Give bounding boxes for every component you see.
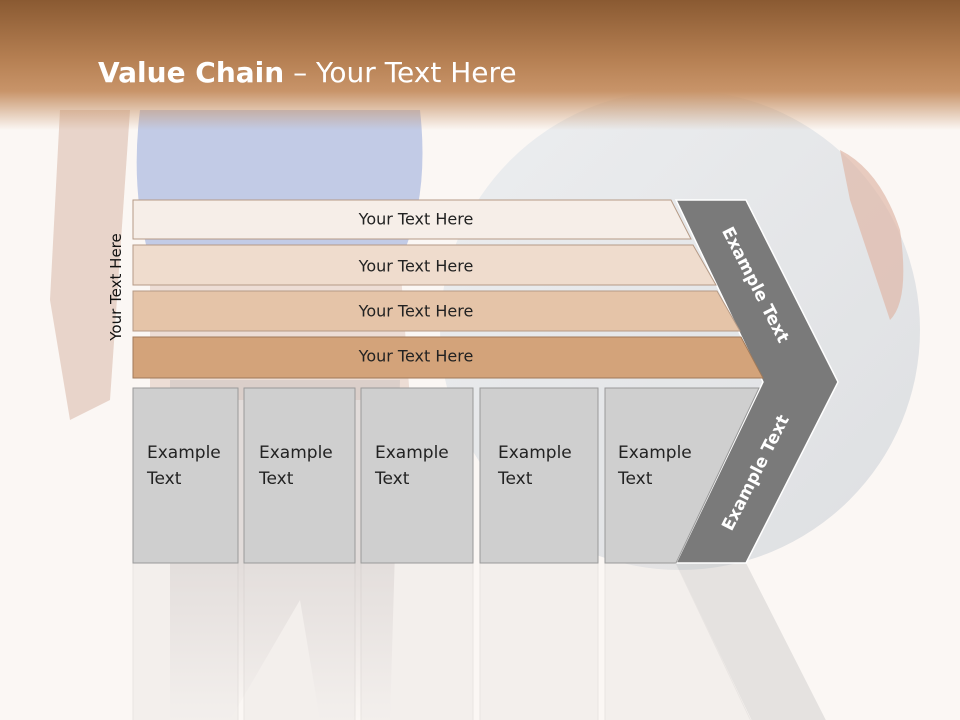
svg-text:Text: Text [258,469,294,489]
primary-activity-box: Example Text [243,387,356,564]
svg-text:Example: Example [147,443,221,463]
support-row: Your Text Here [132,244,717,286]
svg-text:Example: Example [498,443,572,463]
support-row: Your Text Here [132,199,692,240]
svg-text:Example: Example [618,443,692,463]
reflection-box [479,562,599,720]
reflection-box [243,562,356,720]
hand [840,150,904,320]
reflection-box [360,562,474,720]
slide-title: Value Chain – Your Text Here [98,56,517,89]
arm [50,110,130,420]
svg-text:Text: Text [146,469,182,489]
svg-text:Your Text Here: Your Text Here [358,347,474,366]
reflection-box [132,562,239,720]
svg-text:Your Text Here: Your Text Here [358,257,474,276]
svg-text:Example: Example [375,443,449,463]
svg-text:Text: Text [497,469,533,489]
svg-text:Your Text Here: Your Text Here [358,302,474,321]
primary-activity-box: Example Text [132,387,239,564]
title-bar [0,0,960,130]
primary-activity-box: Example Text [604,387,760,564]
primary-activity-box: Example Text [360,387,474,564]
support-row: Your Text Here [132,336,764,379]
svg-text:Text: Text [617,469,653,489]
svg-text:Example: Example [259,443,333,463]
support-row: Your Text Here [132,290,741,332]
value-chevron [674,199,839,564]
reflection-chevron-tail [676,563,826,720]
diagram-reflection [132,562,826,720]
primary-activity-box: Example Text [479,387,599,564]
svg-text:Text: Text [374,469,410,489]
svg-text:Your Text Here: Your Text Here [358,210,474,229]
